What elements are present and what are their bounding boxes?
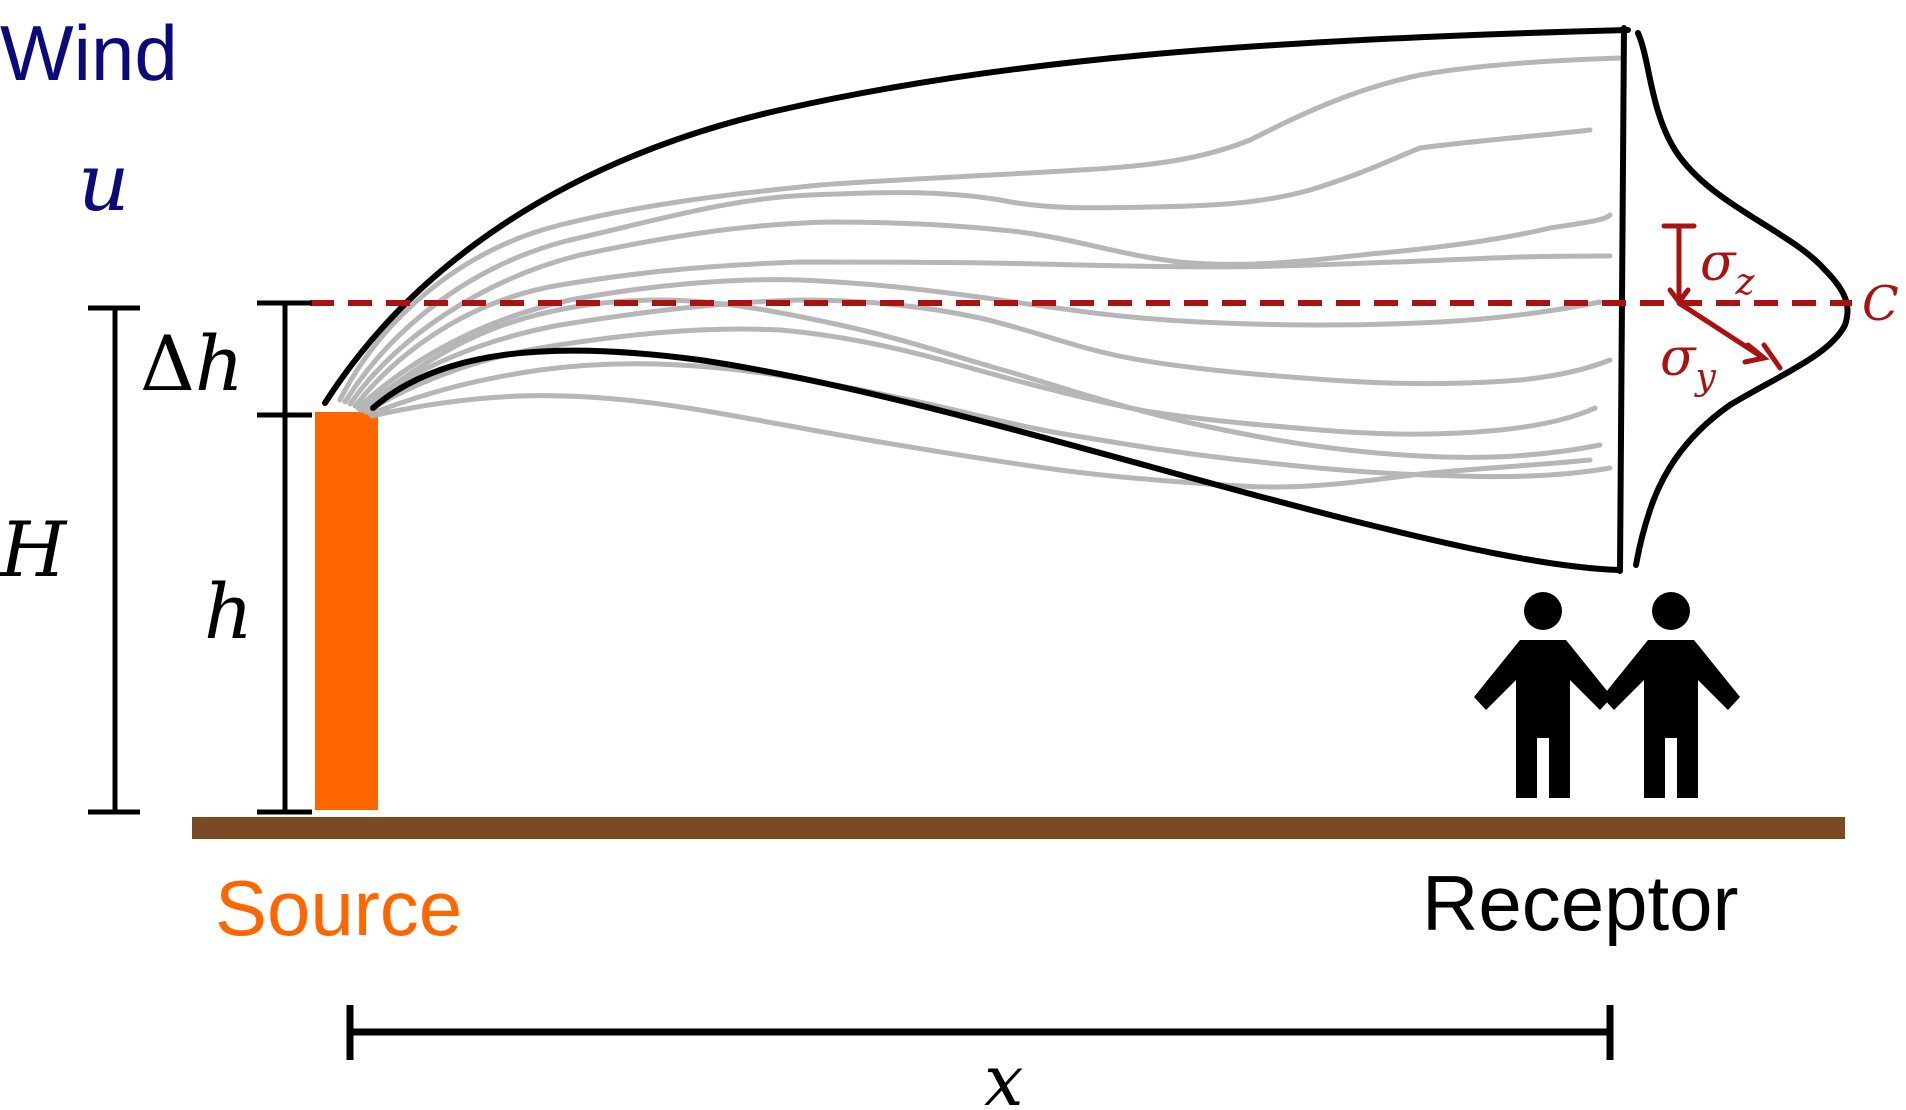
receptor-label: Receptor [1422, 859, 1739, 947]
gaussian-profile-curve [1633, 30, 1851, 568]
receptor-plane [1617, 25, 1627, 574]
person-icon [1602, 592, 1740, 798]
ground-line [192, 817, 1845, 839]
concentration-label: C [1862, 276, 1899, 332]
distance-marker [346, 1005, 1614, 1060]
distance-label: x [984, 1040, 1023, 1110]
plume-rise-label: Δh [140, 319, 244, 408]
sigma-z-label: σz [1700, 233, 1756, 303]
plume-lower-boundary [370, 347, 1623, 573]
plume-upper-boundary [322, 27, 1631, 406]
source-stack [315, 412, 378, 810]
sigma-markers [1661, 223, 1783, 371]
wind-speed-label: u [78, 136, 130, 229]
height-markers [88, 300, 312, 815]
plume-eddies [337, 55, 1623, 490]
total-height-label: H [0, 505, 68, 594]
person-icon [1474, 592, 1612, 798]
stack-height-label: h [204, 567, 253, 656]
wind-label: Wind [0, 9, 178, 97]
source-label: Source [215, 864, 462, 952]
sigma-y-label: σy [1660, 328, 1717, 398]
plume-envelope [322, 25, 1631, 574]
